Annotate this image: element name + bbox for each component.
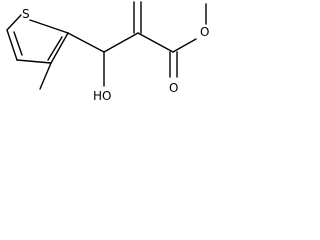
sulfur-atom-label: S: [22, 7, 30, 21]
bond-ring-choh: [67, 32, 105, 53]
ester-oxygen-label: O: [200, 25, 209, 39]
bond-methyl: [39, 62, 52, 90]
bond-ester-o: [172, 38, 197, 53]
chemical-structure-diagram: S HO O O: [6, 1, 209, 103]
bond-c3-c4: [16, 59, 52, 64]
bond-alkene-carbonyl: [137, 32, 174, 53]
bond-s-c2: [29, 19, 69, 34]
hydroxyl-label: HO: [93, 89, 111, 103]
carbonyl-oxygen-label: O: [169, 81, 178, 95]
bond-c4-c5-inner: [13, 31, 23, 56]
bond-choh-alkene: [103, 32, 139, 53]
bond-c5-s: [6, 14, 22, 31]
bond-c2-c3-inner: [47, 36, 63, 61]
bond-c2-c3: [50, 32, 69, 64]
bond-c4-c5: [6, 29, 18, 61]
